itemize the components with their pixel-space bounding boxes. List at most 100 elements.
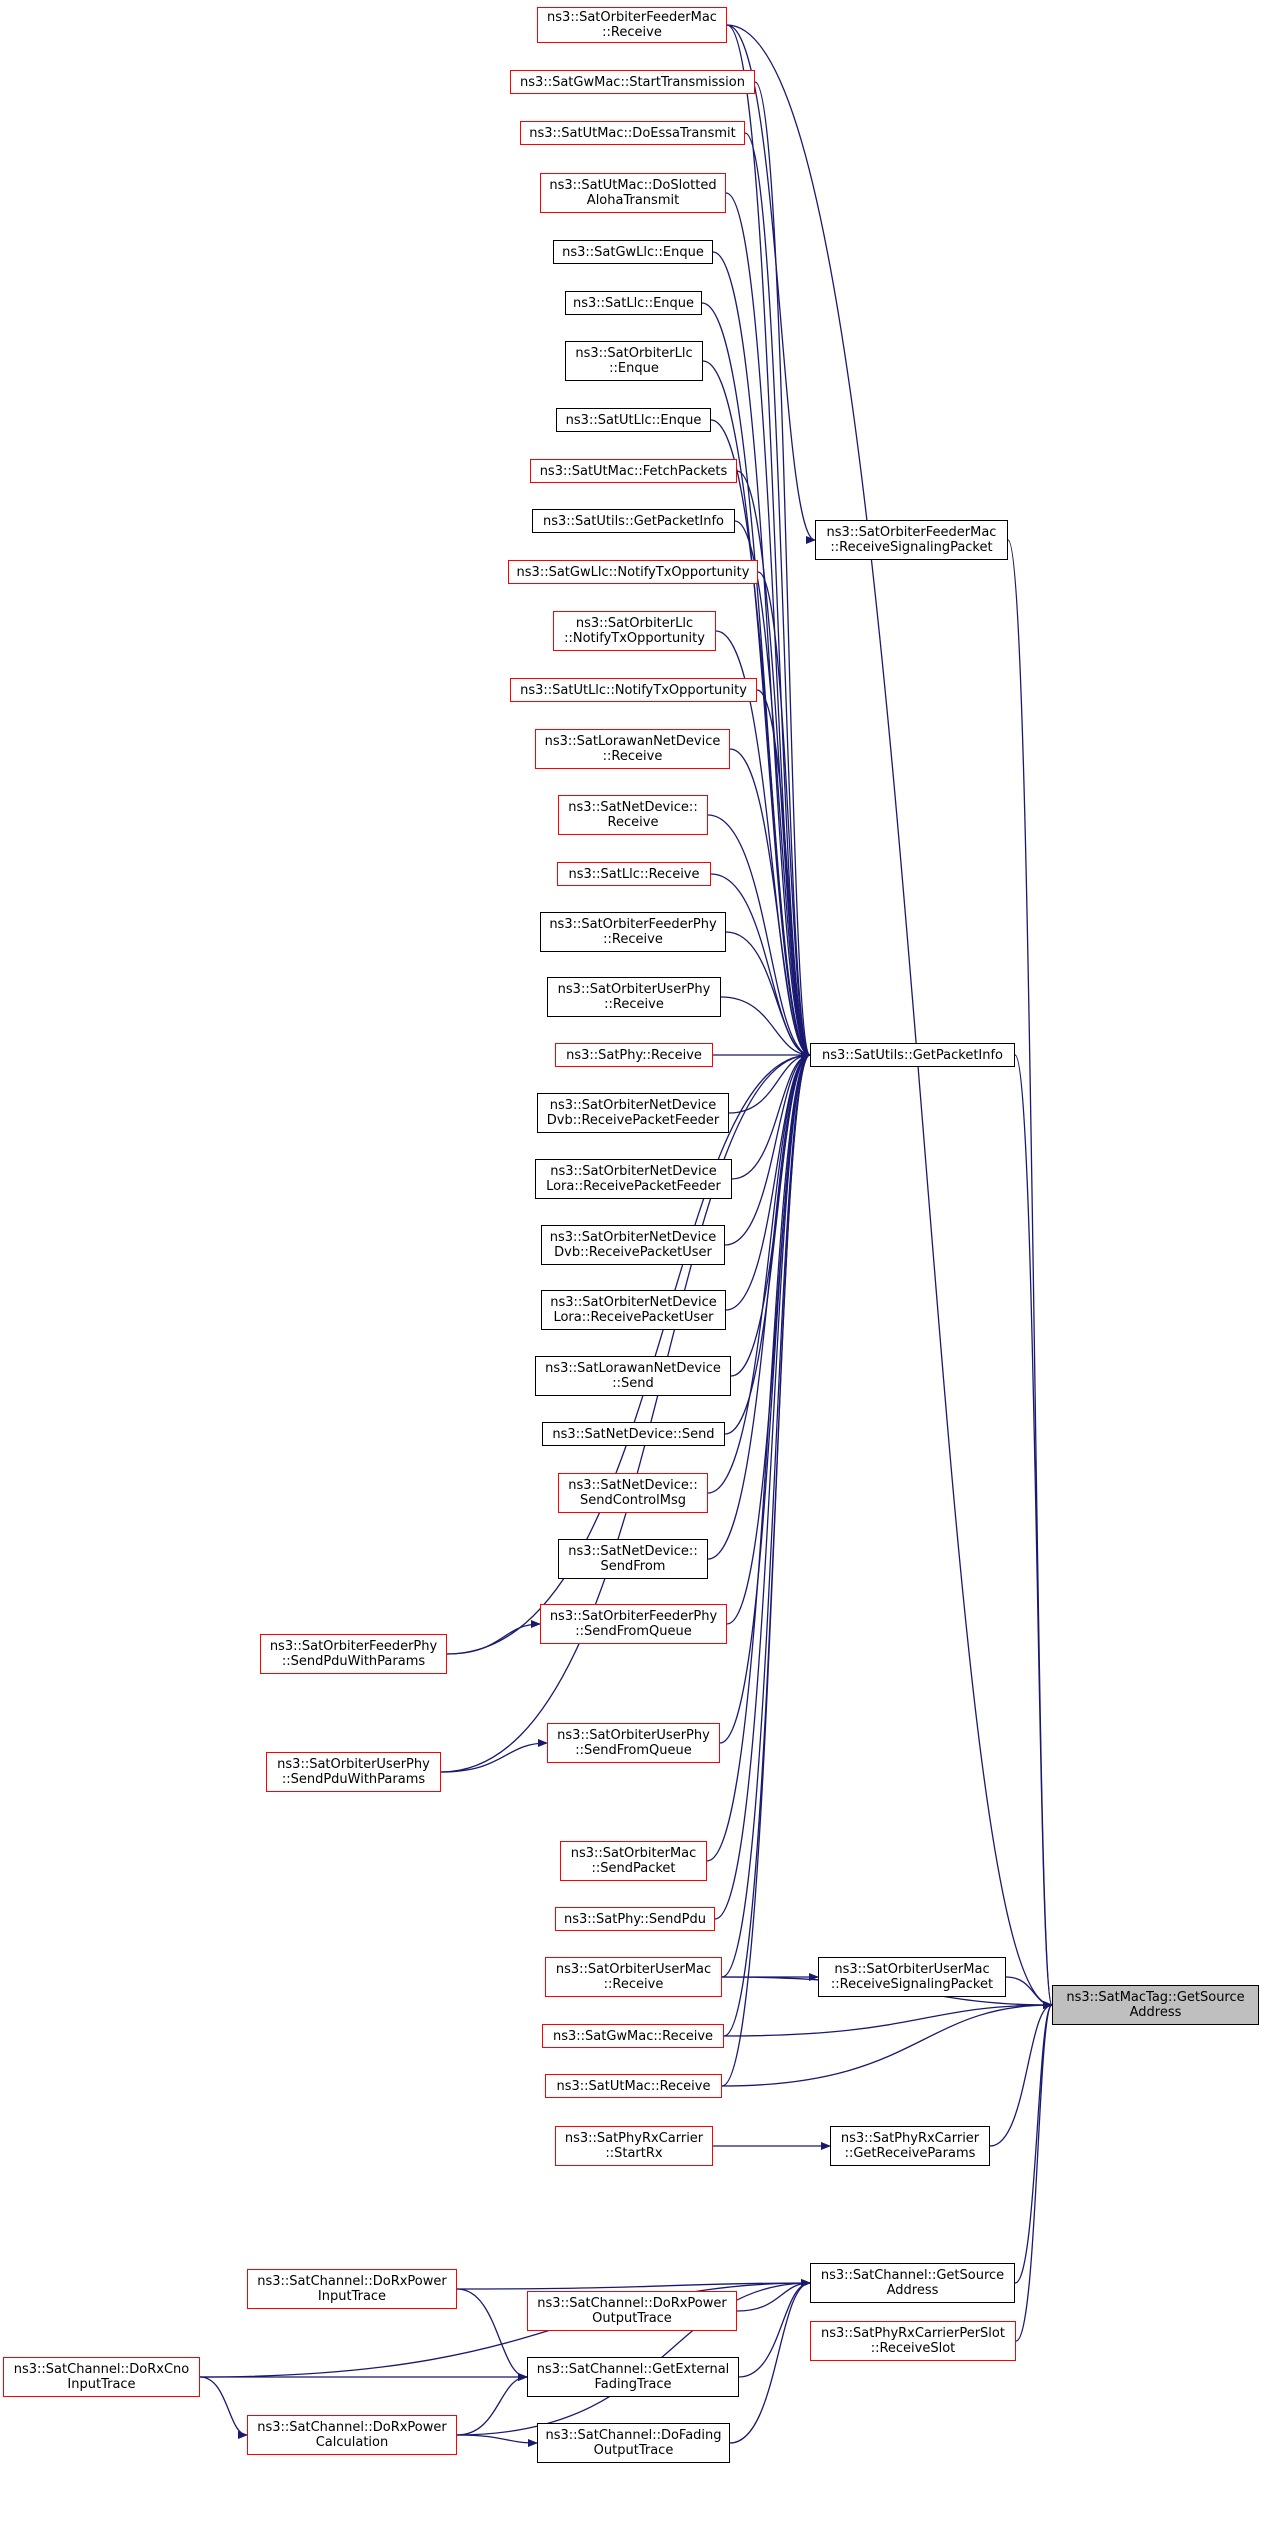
edge-n29-to-m2 bbox=[446, 1051, 811, 1655]
node-satchannel-dorxpowercalculation[interactable]: ns3::SatChannel::DoRxPower Calculation bbox=[247, 2415, 457, 2455]
node-satphy-sendpdu[interactable]: ns3::SatPhy::SendPdu bbox=[555, 1907, 715, 1931]
node-satchannel-getsourceaddress[interactable]: ns3::SatChannel::GetSource Address bbox=[810, 2263, 1015, 2303]
edge-n1-to-m2 bbox=[726, 24, 811, 1059]
edge-n22-to-m2 bbox=[724, 1051, 811, 1246]
node-label: ns3::SatOrbiterUserPhy ::SendFromQueue bbox=[557, 1728, 710, 1758]
node-satorbiterfeederphy-sendfromqueue[interactable]: ns3::SatOrbiterFeederPhy ::SendFromQueue bbox=[540, 1604, 727, 1644]
node-satphyrxcarrier-startrx[interactable]: ns3::SatPhyRxCarrier ::StartRx bbox=[555, 2126, 713, 2166]
node-satorbiteruserphy-receive[interactable]: ns3::SatOrbiterUserPhy ::Receive bbox=[547, 977, 721, 1017]
node-satlorawannetdevice-send[interactable]: ns3::SatLorawanNetDevice ::Send bbox=[535, 1356, 731, 1396]
edge-n27-to-m2 bbox=[707, 1051, 811, 1560]
node-label: ns3::SatOrbiterNetDevice Lora::ReceivePa… bbox=[550, 1295, 717, 1325]
node-satutmac-fetchpackets[interactable]: ns3::SatUtMac::FetchPackets bbox=[530, 459, 737, 483]
node-label: ns3::SatOrbiterFeederMac ::ReceiveSignal… bbox=[826, 525, 997, 555]
node-label: ns3::SatUtMac::Receive bbox=[556, 2078, 711, 2094]
node-label: ns3::SatPhyRxCarrier ::StartRx bbox=[564, 2131, 704, 2161]
node-satorbiterllc-notifytxopportunity[interactable]: ns3::SatOrbiterLlc ::NotifyTxOpportunity bbox=[553, 611, 716, 651]
node-satllc-enque[interactable]: ns3::SatLlc::Enque bbox=[565, 291, 702, 315]
node-satchannel-getexternalfadingtrace[interactable]: ns3::SatChannel::GetExternal FadingTrace bbox=[527, 2357, 739, 2397]
node-label: ns3::SatLlc::Receive bbox=[568, 866, 700, 882]
edge-m4-to-f bbox=[989, 2001, 1053, 2147]
edge-n36-to-m2 bbox=[721, 1051, 811, 2087]
node-satnetdevice-send[interactable]: ns3::SatNetDevice::Send bbox=[542, 1422, 725, 1446]
node-satnetdevice-receive[interactable]: ns3::SatNetDevice:: Receive bbox=[558, 795, 708, 835]
node-satgwllc-notifytxopportunity[interactable]: ns3::SatGwLlc::NotifyTxOpportunity bbox=[508, 560, 758, 584]
node-label: ns3::SatNetDevice:: SendFrom bbox=[568, 1544, 698, 1574]
edge-n30-to-m2 bbox=[719, 1051, 811, 1744]
node-satutllc-notifytxopportunity[interactable]: ns3::SatUtLlc::NotifyTxOpportunity bbox=[510, 678, 757, 702]
edge-n38-to-n42 bbox=[456, 2288, 528, 2381]
node-label: ns3::SatOrbiterFeederPhy ::SendPduWithPa… bbox=[269, 1639, 438, 1669]
node-label: ns3::SatOrbiterNetDevice Dvb::ReceivePac… bbox=[549, 1230, 717, 1260]
node-label: ns3::SatUtMac::FetchPackets bbox=[539, 463, 728, 479]
node-satutils-getpacketinfo-caller[interactable]: ns3::SatUtils::GetPacketInfo bbox=[532, 509, 735, 533]
node-satorbiterusermac-receivesignalingpacket[interactable]: ns3::SatOrbiterUserMac ::ReceiveSignalin… bbox=[818, 1957, 1006, 1997]
node-satphyrxcarrier-getreceiveparams[interactable]: ns3::SatPhyRxCarrier ::GetReceiveParams bbox=[830, 2126, 990, 2166]
node-satllc-receive[interactable]: ns3::SatLlc::Receive bbox=[557, 862, 711, 886]
edge-n15-to-m2 bbox=[707, 814, 811, 1059]
node-satorbiteruserphy-sendpduwithparams[interactable]: ns3::SatOrbiterUserPhy ::SendPduWithPara… bbox=[266, 1752, 441, 1792]
node-satnetdevice-sendfrom[interactable]: ns3::SatNetDevice:: SendFrom bbox=[558, 1539, 708, 1579]
node-label: ns3::SatUtMac::DoEssaTransmit bbox=[529, 125, 736, 141]
node-label: ns3::SatGwLlc::Enque bbox=[562, 244, 704, 260]
edge-n2-to-m2 bbox=[754, 81, 811, 1059]
node-satorbiteruserphy-sendfromqueue[interactable]: ns3::SatOrbiterUserPhy ::SendFromQueue bbox=[547, 1723, 720, 1763]
node-label: ns3::SatOrbiterFeederPhy ::SendFromQueue bbox=[549, 1609, 718, 1639]
node-satchannel-dorxcnoinputtrace[interactable]: ns3::SatChannel::DoRxCno InputTrace bbox=[3, 2357, 200, 2397]
edge-n21-to-m2 bbox=[731, 1051, 811, 1180]
node-satnetdevice-sendcontrolmsg[interactable]: ns3::SatNetDevice:: SendControlMsg bbox=[558, 1473, 708, 1513]
edge-n31-to-n30 bbox=[440, 1739, 548, 1773]
node-satlorawannetdevice-receive[interactable]: ns3::SatLorawanNetDevice ::Receive bbox=[535, 729, 730, 769]
edge-n35-to-m2 bbox=[723, 1051, 811, 2037]
node-label: ns3::SatOrbiterUserPhy ::Receive bbox=[557, 982, 711, 1012]
node-satorbiterusermac-receive[interactable]: ns3::SatOrbiterUserMac ::Receive bbox=[545, 1957, 722, 1997]
edge-n13-to-m2 bbox=[756, 689, 811, 1059]
edge-n8-to-m2 bbox=[710, 419, 811, 1059]
node-satchannel-dofadingoutputtrace[interactable]: ns3::SatChannel::DoFading OutputTrace bbox=[537, 2423, 730, 2463]
node-label: ns3::SatOrbiterMac ::SendPacket bbox=[570, 1846, 697, 1876]
edge-n18-to-m2 bbox=[720, 996, 811, 1059]
node-satutmac-doslottedalohatransmit[interactable]: ns3::SatUtMac::DoSlotted AlohaTransmit bbox=[540, 173, 726, 213]
node-label: ns3::SatUtLlc::NotifyTxOpportunity bbox=[520, 682, 747, 698]
node-satutmac-doessatransmit[interactable]: ns3::SatUtMac::DoEssaTransmit bbox=[520, 121, 745, 145]
node-label: ns3::SatOrbiterNetDevice Dvb::ReceivePac… bbox=[546, 1098, 720, 1128]
node-satorbiterfeedermac-receivesignalingpacket[interactable]: ns3::SatOrbiterFeederMac ::ReceiveSignal… bbox=[815, 520, 1008, 560]
node-label: ns3::SatChannel::GetExternal FadingTrace bbox=[536, 2362, 730, 2392]
node-label: ns3::SatNetDevice::Send bbox=[552, 1426, 715, 1442]
node-satgwmac-receive[interactable]: ns3::SatGwMac::Receive bbox=[542, 2024, 724, 2048]
edge-n40-to-n41 bbox=[199, 2376, 248, 2439]
edge-n20-to-m2 bbox=[728, 1051, 811, 1114]
node-satorbiternetdevicedvb-receivepacketfeeder[interactable]: ns3::SatOrbiterNetDevice Dvb::ReceivePac… bbox=[537, 1093, 729, 1133]
node-satgwllc-enque[interactable]: ns3::SatGwLlc::Enque bbox=[553, 240, 713, 264]
node-satchannel-dorxpoweroutputtrace[interactable]: ns3::SatChannel::DoRxPower OutputTrace bbox=[527, 2291, 737, 2331]
node-satchannel-dorxpowerinputtrace[interactable]: ns3::SatChannel::DoRxPower InputTrace bbox=[247, 2269, 457, 2309]
edge-n42-to-m5 bbox=[738, 2279, 811, 2378]
edge-n43-to-m5 bbox=[729, 2279, 811, 2444]
node-satphyrxcarrierperslot-receiveslot[interactable]: ns3::SatPhyRxCarrierPerSlot ::ReceiveSlo… bbox=[810, 2321, 1016, 2361]
node-satphy-receive[interactable]: ns3::SatPhy::Receive bbox=[555, 1043, 713, 1067]
node-satorbiterfeederphy-receive[interactable]: ns3::SatOrbiterFeederPhy ::Receive bbox=[540, 912, 726, 952]
node-satorbiterfeederphy-sendpduwithparams[interactable]: ns3::SatOrbiterFeederPhy ::SendPduWithPa… bbox=[260, 1634, 447, 1674]
node-satgwmac-starttransmission[interactable]: ns3::SatGwMac::StartTransmission bbox=[510, 70, 755, 94]
node-label: ns3::SatPhyRxCarrier ::GetReceiveParams bbox=[840, 2131, 980, 2161]
node-satorbiternetdevicelora-receivepacketuser[interactable]: ns3::SatOrbiterNetDevice Lora::ReceivePa… bbox=[541, 1290, 726, 1330]
node-label: ns3::SatOrbiterUserMac ::Receive bbox=[555, 1962, 712, 1992]
edges-layer bbox=[199, 24, 1053, 2447]
node-satutils-getpacketinfo[interactable]: ns3::SatUtils::GetPacketInfo bbox=[810, 1043, 1015, 1067]
edge-n1-to-f bbox=[726, 24, 1053, 2009]
node-satorbitermac-sendpacket[interactable]: ns3::SatOrbiterMac ::SendPacket bbox=[560, 1841, 707, 1881]
node-label: ns3::SatPhy::Receive bbox=[566, 1047, 702, 1063]
node-label: ns3::SatMacTag::GetSource Address bbox=[1066, 1990, 1245, 2020]
node-satutllc-enque[interactable]: ns3::SatUtLlc::Enque bbox=[556, 408, 711, 432]
node-satorbiterfeedermac-receive[interactable]: ns3::SatOrbiterFeederMac ::Receive bbox=[537, 7, 727, 43]
node-satorbiternetdevicelora-receivepacketfeeder[interactable]: ns3::SatOrbiterNetDevice Lora::ReceivePa… bbox=[535, 1159, 732, 1199]
edge-n36-to-f bbox=[721, 2001, 1053, 2087]
node-satutmac-receive[interactable]: ns3::SatUtMac::Receive bbox=[545, 2074, 722, 2098]
edge-n11-to-m2 bbox=[757, 571, 811, 1059]
node-satorbiternetdevicedvb-receivepacketuser[interactable]: ns3::SatOrbiterNetDevice Dvb::ReceivePac… bbox=[541, 1225, 725, 1265]
edge-n9-to-m2 bbox=[736, 470, 811, 1059]
edge-n10-to-m2 bbox=[734, 520, 811, 1059]
node-satorbiterllc-enque[interactable]: ns3::SatOrbiterLlc ::Enque bbox=[565, 341, 703, 381]
node-label: ns3::SatChannel::DoRxPower Calculation bbox=[257, 2420, 447, 2450]
node-label: ns3::SatGwLlc::NotifyTxOpportunity bbox=[516, 564, 750, 580]
